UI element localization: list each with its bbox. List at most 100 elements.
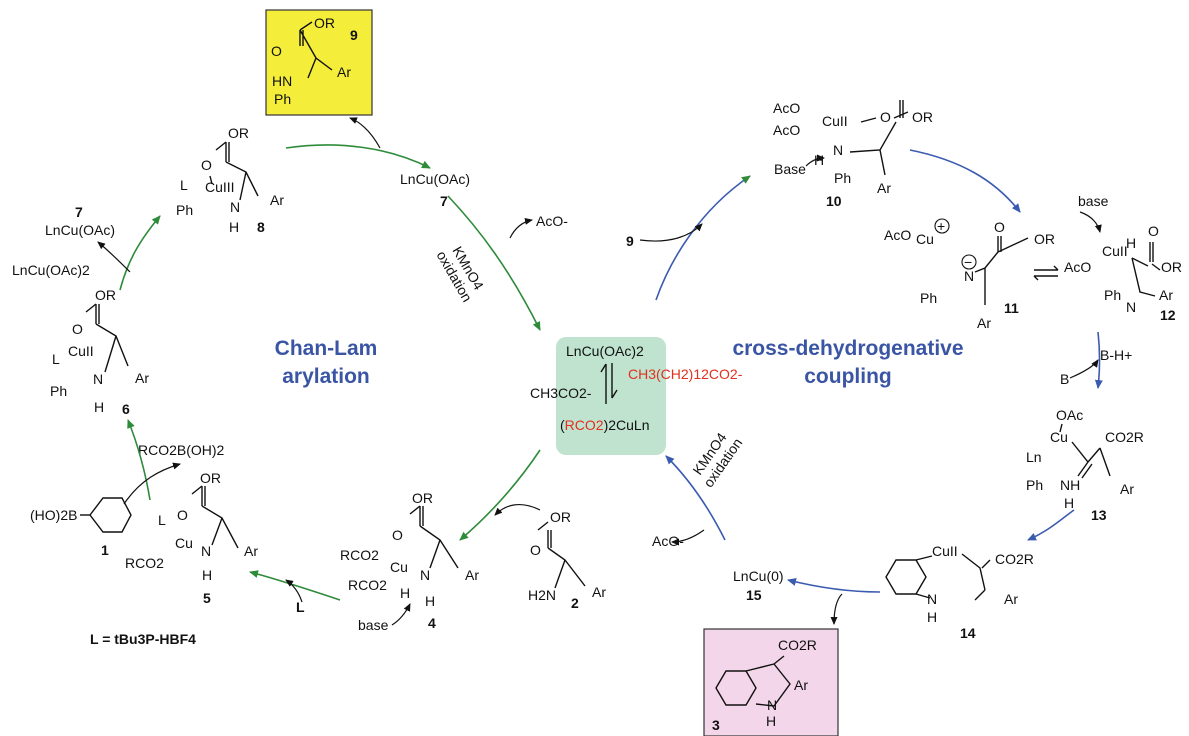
svg-text:H: H bbox=[202, 567, 212, 583]
arrow-release-3 bbox=[830, 593, 843, 625]
svg-text:OR: OR bbox=[95, 287, 116, 303]
svg-text:H: H bbox=[1126, 235, 1136, 251]
arrow-ligand-in bbox=[285, 579, 303, 603]
svg-text:O: O bbox=[880, 109, 891, 125]
svg-text:O: O bbox=[72, 321, 83, 337]
svg-text:O: O bbox=[201, 157, 212, 173]
svg-text:Cu: Cu bbox=[1050, 429, 1068, 445]
svg-text:Ar: Ar bbox=[1120, 481, 1134, 497]
svg-text:6: 6 bbox=[122, 401, 130, 417]
arrow-14-to-15 bbox=[787, 578, 881, 593]
svg-text:Ph: Ph bbox=[176, 202, 193, 218]
svg-text:N: N bbox=[420, 567, 430, 583]
compound-15-formula: LnCu(0) bbox=[733, 568, 784, 584]
chan-lam-title: Chan-Lam bbox=[275, 337, 378, 360]
arrow-aco-out bbox=[671, 529, 705, 546]
svg-text:Ar: Ar bbox=[465, 567, 479, 583]
svg-text:AcO: AcO bbox=[884, 227, 911, 243]
svg-text:14: 14 bbox=[960, 625, 976, 641]
svg-text:H2N: H2N bbox=[528, 587, 556, 603]
svg-text:OR: OR bbox=[550, 509, 571, 525]
compound-9: OR O 9 Ph HN Ar bbox=[271, 15, 358, 107]
svg-text:4: 4 bbox=[428, 615, 436, 631]
center-right-label: CH3(CH2)12CO2- bbox=[628, 366, 743, 382]
compound-7-left-formula: LnCu(OAc) bbox=[45, 222, 115, 238]
svg-text:O: O bbox=[392, 527, 403, 543]
svg-text:Ph: Ph bbox=[1026, 477, 1043, 493]
kmno4-left-label: KMnO4 oxidation bbox=[434, 244, 488, 305]
arrow-2-in bbox=[494, 503, 541, 516]
compound-2: OR O H2N Ar 2 bbox=[528, 509, 606, 611]
svg-text:CuII: CuII bbox=[68, 343, 94, 359]
svg-text:CO2R: CO2R bbox=[778, 637, 817, 653]
svg-text:Ln: Ln bbox=[1026, 449, 1042, 465]
arylation-title: arylation bbox=[282, 365, 370, 388]
svg-text:HN: HN bbox=[272, 73, 292, 89]
svg-text:(HO)2B: (HO)2B bbox=[30, 507, 77, 523]
svg-text:8: 8 bbox=[257, 219, 265, 235]
svg-text:AcO: AcO bbox=[773, 122, 800, 138]
svg-text:Ar: Ar bbox=[337, 64, 351, 80]
center-top-label: LnCu(OAc)2 bbox=[566, 343, 644, 359]
center-equilibrium-box bbox=[556, 337, 666, 455]
arrow-boronic-in bbox=[123, 462, 181, 505]
svg-text:Ph: Ph bbox=[1104, 287, 1121, 303]
svg-text:13: 13 bbox=[1091, 507, 1107, 523]
svg-text:H: H bbox=[425, 593, 435, 609]
svg-text:Ar: Ar bbox=[794, 677, 808, 693]
arrow-4-to-5 bbox=[249, 570, 341, 601]
svg-text:RCO2: RCO2 bbox=[125, 555, 164, 571]
svg-text:N: N bbox=[93, 371, 103, 387]
arrow-aco-in bbox=[509, 217, 533, 239]
svg-text:N: N bbox=[833, 142, 843, 158]
ligand-l-label: L bbox=[296, 599, 305, 615]
arrow-base-in bbox=[391, 603, 411, 626]
svg-text:OR: OR bbox=[200, 470, 221, 486]
kmno4-right-label: KMnO4 oxidation bbox=[689, 429, 745, 490]
b-label: B bbox=[1060, 371, 1069, 387]
svg-text:N: N bbox=[230, 199, 240, 215]
svg-text:NH: NH bbox=[1060, 477, 1080, 493]
arrow-8-to-7 bbox=[285, 144, 431, 169]
svg-text:H: H bbox=[1064, 495, 1074, 511]
svg-text:O: O bbox=[994, 219, 1005, 235]
compound-4: OR O RCO2 Cu RCO2 N H H Ar base 4 bbox=[340, 490, 479, 633]
arrow-9-in bbox=[639, 223, 703, 242]
svg-text:Cu: Cu bbox=[390, 559, 408, 575]
svg-text:Ar: Ar bbox=[1159, 287, 1173, 303]
svg-text:Cu: Cu bbox=[175, 535, 193, 551]
svg-text:11: 11 bbox=[1004, 300, 1019, 316]
svg-text:OR: OR bbox=[1034, 231, 1055, 247]
rco2boh2-label: RCO2B(OH)2 bbox=[138, 442, 225, 458]
aco-minus-top: AcO- bbox=[536, 213, 568, 229]
svg-text:5: 5 bbox=[203, 590, 211, 606]
svg-text:OR: OR bbox=[1161, 259, 1182, 275]
arrow-12-to-13 bbox=[1094, 331, 1103, 389]
svg-text:CO2R: CO2R bbox=[1105, 429, 1144, 445]
svg-text:RCO2: RCO2 bbox=[340, 547, 379, 563]
svg-text:N: N bbox=[1126, 299, 1136, 315]
svg-text:H: H bbox=[229, 219, 239, 235]
arrow-base-12 bbox=[1079, 211, 1102, 233]
compound-5: OR O L Cu RCO2 N H Ar 5 bbox=[125, 470, 258, 606]
svg-text:3: 3 bbox=[712, 717, 720, 733]
svg-text:Ar: Ar bbox=[1004, 591, 1018, 607]
svg-text:Ph: Ph bbox=[274, 91, 291, 107]
svg-text:L: L bbox=[158, 512, 166, 528]
svg-text:OAc: OAc bbox=[1056, 407, 1083, 423]
compound-15-number: 15 bbox=[746, 587, 762, 603]
arrow-release-9 bbox=[349, 117, 381, 149]
svg-text:O: O bbox=[1148, 223, 1159, 239]
cdc-title: cross-dehydrogenative bbox=[732, 337, 963, 360]
svg-text:L: L bbox=[52, 351, 60, 367]
svg-text:O: O bbox=[271, 43, 282, 59]
arrow-10-to-11 bbox=[909, 149, 1021, 213]
lncuoac2-label: LnCu(OAc)2 bbox=[12, 262, 90, 278]
svg-text:L: L bbox=[180, 177, 188, 193]
compound-7-top-formula: LnCu(OAc) bbox=[400, 171, 470, 187]
pink-highlight-box bbox=[703, 628, 839, 736]
svg-text:AcO: AcO bbox=[773, 100, 800, 116]
arrow-6-to-8 bbox=[119, 215, 161, 291]
